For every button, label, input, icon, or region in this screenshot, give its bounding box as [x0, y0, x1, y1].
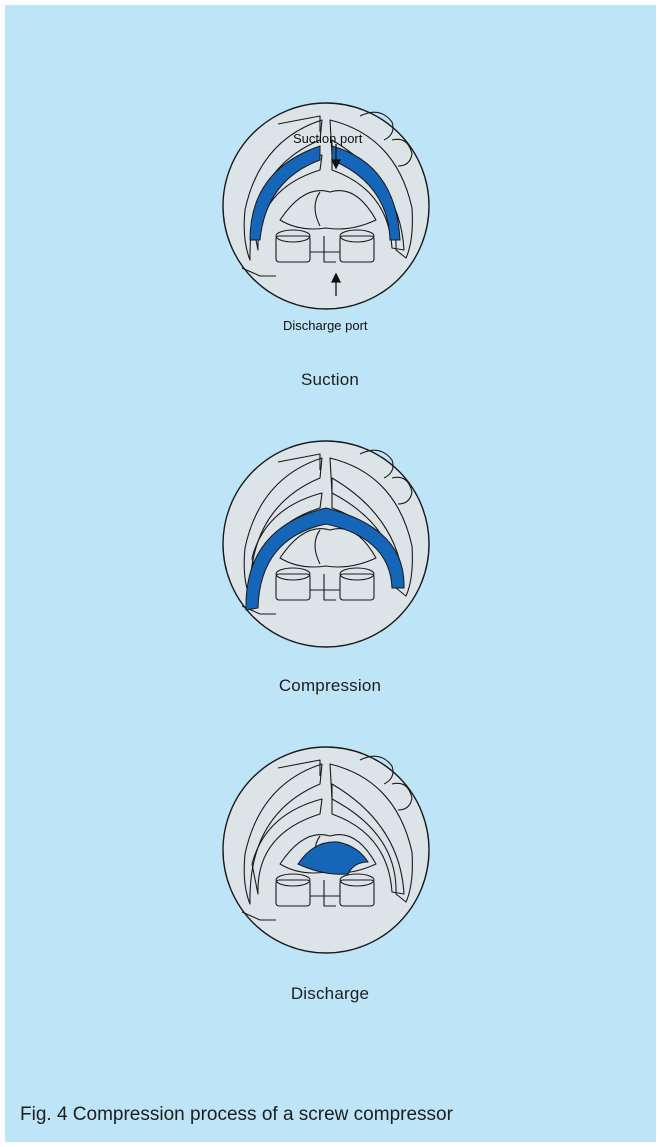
- stage-label-discharge: Discharge: [0, 984, 660, 1004]
- compression-diagram: [220, 438, 432, 650]
- stage-label-compression: Compression: [0, 676, 660, 696]
- discharge-port-label: Discharge port: [283, 318, 368, 333]
- screw-compressor-cross-section: [220, 744, 432, 956]
- screw-compressor-cross-section: [220, 438, 432, 650]
- discharge-diagram: [220, 744, 432, 956]
- stage-label-suction: Suction: [0, 370, 660, 390]
- suction-port-label: Suction port: [293, 131, 362, 146]
- figure-caption: Fig. 4 Compression process of a screw co…: [20, 1104, 453, 1126]
